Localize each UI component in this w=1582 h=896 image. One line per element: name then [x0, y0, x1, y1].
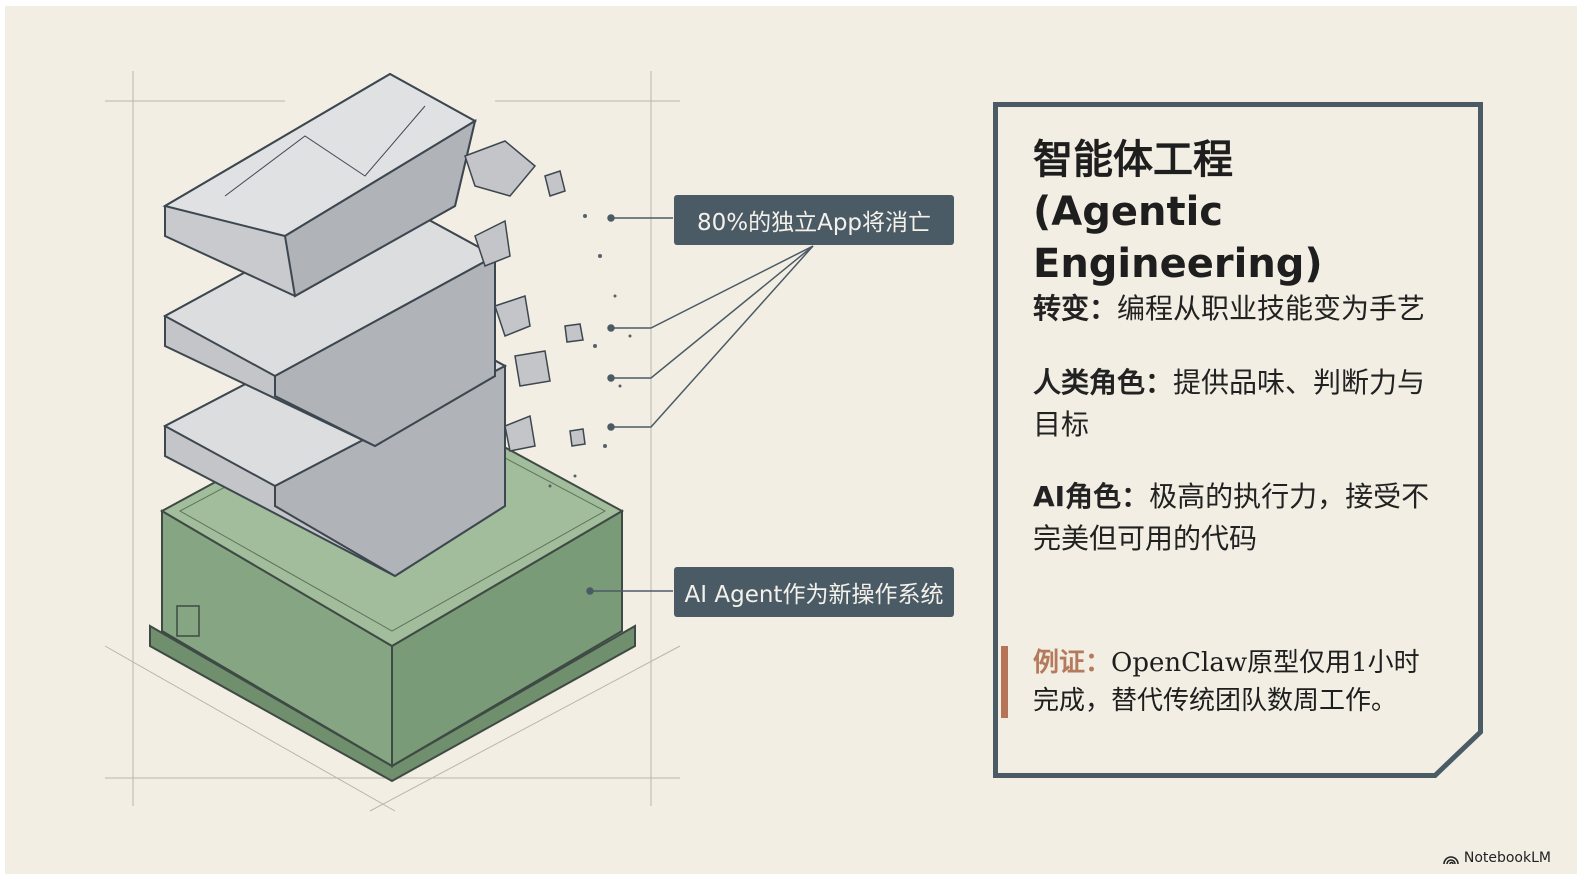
isometric-illustration — [104, 71, 814, 812]
evidence-text: OpenClaw原型仅用1小时完成，替代传统团队数周工作。 — [1033, 648, 1420, 716]
title-chinese: 智能体工程 — [1033, 137, 1233, 183]
notebooklm-watermark: NotebookLM — [1443, 850, 1551, 866]
panel-border — [993, 102, 1483, 778]
brand-text: NotebookLM — [1463, 850, 1551, 866]
fragments — [464, 140, 586, 452]
evidence-key: 例证： — [1033, 648, 1112, 678]
notebooklm-logo-icon — [1443, 856, 1459, 864]
title-english: (Agentic Engineering) — [1033, 189, 1323, 287]
item-key: AI角色： — [1033, 480, 1150, 513]
item-text: 编程从职业技能变为手艺 — [1117, 292, 1426, 325]
callout-apps-disappear: 80%的独立App将消亡 — [674, 195, 954, 245]
item-transformation: 转变：编程从职业技能变为手艺 — [1033, 288, 1453, 330]
item-text: 提供品味、判断力与目标 — [1033, 366, 1426, 441]
item-text: 极高的执行力，接受不完美但可用的代码 — [1033, 480, 1430, 555]
gray-layer-middle — [162, 194, 498, 448]
dust-particles — [548, 214, 632, 488]
item-key: 转变： — [1033, 292, 1118, 325]
evidence-accent-bar — [1001, 646, 1008, 718]
info-panel: 智能体工程 (Agentic Engineering) 转变：编程从职业技能变为… — [993, 102, 1483, 778]
item-ai-role: AI角色：极高的执行力，接受不完美但可用的代码 — [1033, 476, 1453, 560]
panel-title: 智能体工程 (Agentic Engineering) — [1033, 134, 1483, 290]
slide: 80%的独立App将消亡 AI Agent作为新操作系统 智能体工程 (Agen… — [5, 6, 1577, 874]
evidence-note: 例证：OpenClaw原型仅用1小时完成，替代传统团队数周工作。 — [1033, 644, 1443, 720]
callout-agent-os: AI Agent作为新操作系统 — [674, 567, 954, 617]
item-human-role: 人类角色：提供品味、判断力与目标 — [1033, 362, 1453, 446]
gray-layer-top — [162, 72, 477, 298]
item-key: 人类角色： — [1033, 366, 1174, 399]
connector-lines — [586, 214, 814, 595]
